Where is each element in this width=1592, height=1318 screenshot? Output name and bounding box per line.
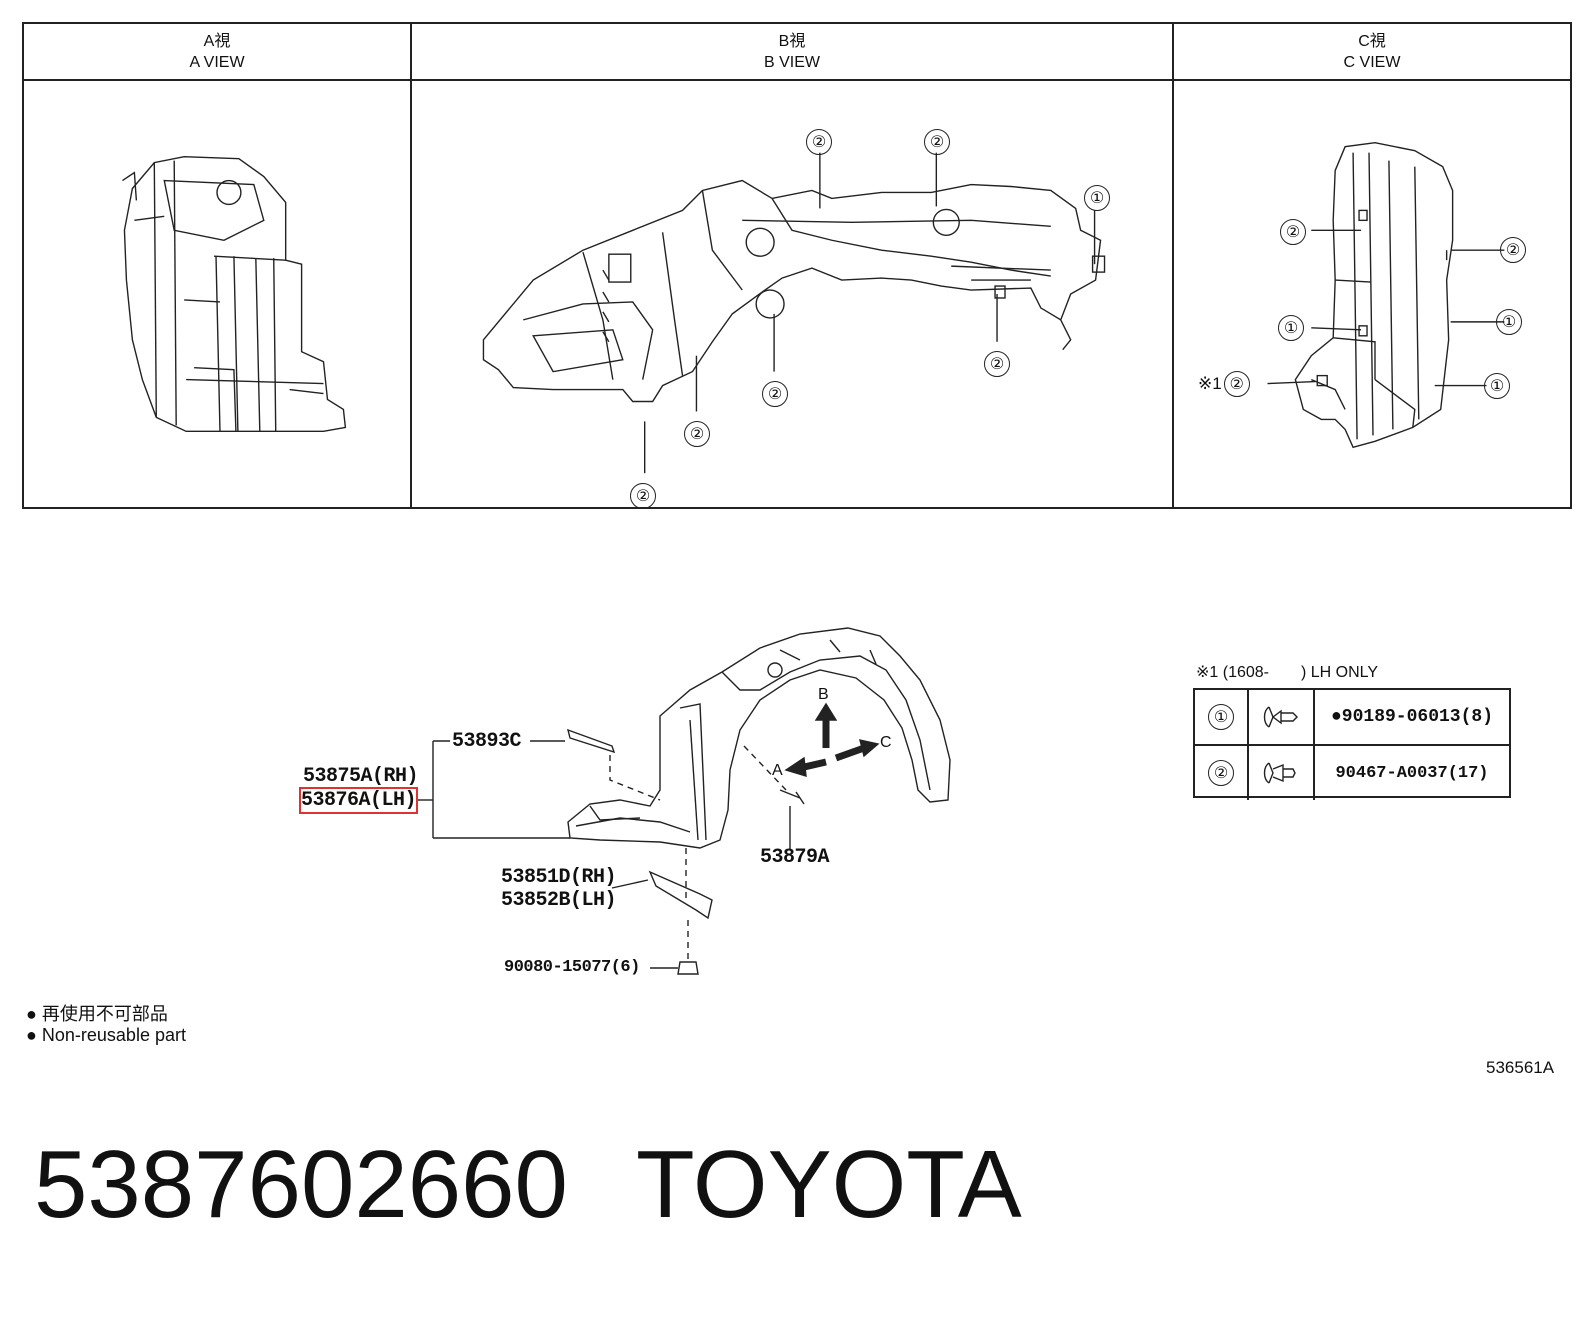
c-view-callout-2-right: ② bbox=[1500, 237, 1526, 263]
footnote-en-text: Non-reusable part bbox=[41, 1025, 186, 1045]
view-table: A視 A VIEW bbox=[22, 22, 1572, 509]
legend-row-2-part[interactable]: 90467-A0037(17) bbox=[1335, 763, 1489, 783]
b-view-callout-2-right: ② bbox=[984, 351, 1010, 377]
b-view-callout-2-center: ② bbox=[762, 381, 788, 407]
fastener-legend-table: ① ●90189-06013(8) ② 90467-A0037(17) bbox=[1193, 688, 1511, 800]
b-view-jp-label: B視 bbox=[778, 33, 806, 50]
legend-row-2: ② 90467-A0037(17) bbox=[1195, 744, 1509, 800]
legend-row-1-part[interactable]: ●90189-06013(8) bbox=[1330, 707, 1494, 727]
bullet-icon: ● bbox=[26, 1004, 37, 1024]
legend-title: ※1 (1608- ) LH ONLY bbox=[1196, 664, 1379, 681]
c-view-callout-2-note: ② bbox=[1223, 371, 1250, 397]
c-view-jp-label: C視 bbox=[1358, 33, 1386, 50]
footnote-jp: ● 再使用不可部品 bbox=[26, 1000, 168, 1026]
part-label-53879a[interactable]: 53879A bbox=[760, 846, 830, 869]
b-view-callout-2-top-right: ② bbox=[924, 129, 950, 155]
b-view-header: B視 B VIEW bbox=[412, 24, 1172, 81]
clip-icon bbox=[1249, 690, 1315, 744]
arrow-label-a: A bbox=[772, 762, 783, 779]
b-view-drawing: ② ② ① ② ② ② ② bbox=[412, 81, 1172, 509]
b-view-panel: B視 B VIEW bbox=[412, 24, 1174, 509]
part-label-53851d-rh[interactable]: 53851D(RH) bbox=[501, 866, 617, 889]
legend-row-2-number: ② bbox=[1195, 746, 1249, 800]
note-mark: ※1 bbox=[1198, 374, 1222, 393]
part-label-53852b-lh[interactable]: 53852B(LH) bbox=[501, 889, 617, 912]
b-view-callout-1: ① bbox=[1084, 185, 1110, 211]
c-view-en-label: C VIEW bbox=[1343, 54, 1401, 71]
legend-row-1: ① ●90189-06013(8) bbox=[1195, 690, 1509, 744]
arrow-label-b: B bbox=[818, 686, 829, 703]
c-view-callout-1-right-upper: ① bbox=[1496, 309, 1522, 335]
part-label-53893c[interactable]: 53893C bbox=[452, 730, 522, 753]
b-view-callout-2-top-left: ② bbox=[806, 129, 832, 155]
legend-row-1-number: ① bbox=[1195, 690, 1249, 744]
c-view-callout-2-left-upper: ② bbox=[1280, 219, 1306, 245]
c-view-callout-1-left: ① bbox=[1278, 315, 1304, 341]
c-view-liner-illustration bbox=[1267, 142, 1505, 449]
push-clip-icon bbox=[1249, 746, 1315, 800]
brand-title: TOYOTA bbox=[636, 1131, 1022, 1238]
part-label-53875a-rh[interactable]: 53875A(RH) bbox=[303, 765, 419, 788]
a-view-drawing bbox=[24, 81, 410, 507]
b-view-callout-2-lower: ② bbox=[684, 421, 710, 447]
part-label-90080-15077[interactable]: 90080-15077(6) bbox=[504, 958, 640, 977]
main-exploded-diagram bbox=[418, 627, 951, 975]
part-number-title: 5387602660 bbox=[34, 1131, 568, 1238]
footnote-jp-text: 再使用不可部品 bbox=[41, 1004, 168, 1024]
b-view-en-label: B VIEW bbox=[763, 54, 820, 71]
b-view-callout-2-bottom: ② bbox=[630, 483, 656, 509]
footnote-en: ● Non-reusable part bbox=[26, 1025, 186, 1046]
bullet-icon: ● bbox=[26, 1025, 37, 1045]
c-view-callout-1-right-lower: ① bbox=[1484, 373, 1510, 399]
c-view-note-callout: ※1 ② bbox=[1198, 371, 1250, 397]
a-view-panel: A視 A VIEW bbox=[24, 24, 412, 507]
a-view-liner-illustration bbox=[122, 155, 347, 433]
part-label-53876a-lh-highlighted[interactable]: 53876A(LH) bbox=[298, 787, 419, 814]
c-view-header: C視 C VIEW bbox=[1174, 24, 1570, 81]
c-view-panel: C視 C VIEW bbox=[1174, 24, 1570, 507]
a-view-jp-label: A視 bbox=[203, 33, 231, 50]
arrow-label-c: C bbox=[880, 734, 892, 751]
a-view-en-label: A VIEW bbox=[189, 54, 245, 71]
a-view-header: A視 A VIEW bbox=[24, 24, 410, 81]
b-view-liner-illustration bbox=[482, 152, 1106, 474]
illustration-code: 536561A bbox=[1486, 1058, 1555, 1077]
c-view-drawing: ② ① ※1 ② ② ① ① bbox=[1174, 81, 1570, 507]
